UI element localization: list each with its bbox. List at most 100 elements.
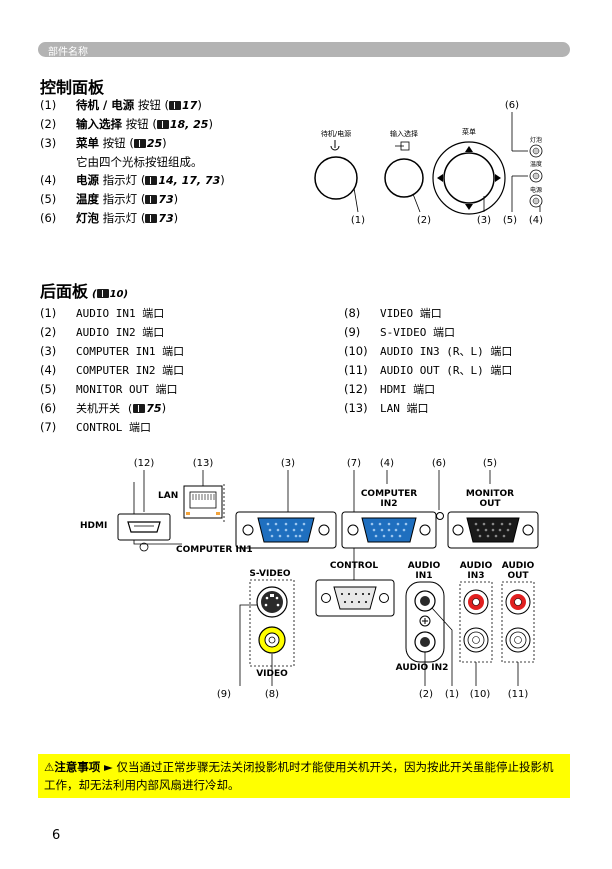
callout-1-rear: (1) bbox=[445, 689, 459, 700]
lamp-label: 灯泡 bbox=[530, 136, 542, 144]
computer-in2-port[interactable] bbox=[341, 511, 437, 549]
caution-box: ⚠注意事项 ► 仅当通过正常步骤无法关闭投影机时才能使用关机开关，因为按此开关虽… bbox=[38, 754, 570, 798]
rear-panel-list-left: (1)AUDIO IN1 端口 (2)AUDIO IN2 端口 (3)COMPU… bbox=[40, 304, 184, 437]
rear-panel-diagram: (12) (13) (3) (7) (4) (6) (5) HDMI LAN bbox=[80, 458, 539, 700]
audio-in3-label-a: AUDIO bbox=[460, 561, 493, 571]
callout-11: (11) bbox=[508, 689, 529, 700]
cursor-right-icon[interactable] bbox=[495, 174, 501, 182]
list-item: (11)AUDIO OUT (R、L) 端口 bbox=[344, 363, 513, 377]
input-icon bbox=[395, 141, 410, 151]
monitor-out-port[interactable] bbox=[447, 511, 539, 549]
list-item: (13)LAN 端口 bbox=[344, 401, 429, 415]
callout-2: (2) bbox=[417, 215, 431, 226]
rear-panel-list-right: (8)VIDEO 端口 (9)S-VIDEO 端口 (10)AUDIO IN3 … bbox=[344, 304, 512, 418]
computer-in1-port[interactable] bbox=[235, 511, 337, 549]
power-icon bbox=[330, 140, 340, 151]
callout-3: (3) bbox=[477, 215, 491, 226]
list-item: (12)HDMI 端口 bbox=[344, 382, 436, 396]
audio-out-label-b: OUT bbox=[507, 571, 529, 581]
temp-label: 温度 bbox=[530, 160, 542, 168]
list-item: (7)CONTROL 端口 bbox=[40, 420, 151, 434]
control-port[interactable] bbox=[315, 579, 395, 617]
list-item: (4)COMPUTER IN2 端口 bbox=[40, 363, 185, 377]
ground-icon bbox=[139, 542, 149, 552]
computer-in2-label-a: COMPUTER bbox=[361, 489, 417, 499]
control-label: CONTROL bbox=[330, 561, 379, 571]
section-header-bar: 部件名称 bbox=[38, 42, 570, 58]
callout-5-rear: (5) bbox=[483, 458, 497, 469]
cursor-down-icon[interactable] bbox=[465, 204, 473, 210]
lamp-indicator bbox=[532, 147, 540, 155]
callout-1: (1) bbox=[351, 215, 365, 226]
list-item: (3)菜单 按钮 (25) bbox=[40, 136, 167, 150]
audio-out-label-a: AUDIO bbox=[502, 561, 535, 571]
caution-text: 仅当通过正常步骤无法关闭投影机时才能使用关机开关，因为按此开关虽能停止投影机工作… bbox=[44, 760, 554, 792]
callout-5: (5) bbox=[503, 215, 517, 226]
audio-in1-port[interactable] bbox=[414, 590, 436, 612]
book-icon bbox=[96, 289, 109, 298]
callout-12: (12) bbox=[134, 458, 155, 469]
menu-label: 菜单 bbox=[462, 127, 476, 136]
list-item: (2)输入选择 按钮 (18, 25) bbox=[40, 117, 213, 131]
book-icon bbox=[156, 120, 169, 129]
book-icon bbox=[145, 176, 158, 185]
standby-button[interactable] bbox=[314, 156, 358, 200]
cursor-up-icon[interactable] bbox=[465, 146, 473, 152]
audio-out-l-port[interactable] bbox=[505, 627, 531, 653]
control-panel-list: (1)待机 / 电源 按钮 (17) (2)输入选择 按钮 (18, 25) (… bbox=[40, 96, 225, 228]
input-label: 输入选择 bbox=[390, 129, 418, 138]
monitor-out-label-b: OUT bbox=[479, 499, 501, 509]
input-button[interactable] bbox=[384, 158, 424, 198]
callout-6: (6) bbox=[505, 100, 519, 111]
video-port[interactable] bbox=[258, 626, 286, 654]
arrow-icon: ► bbox=[103, 760, 113, 774]
book-icon bbox=[169, 101, 182, 110]
computer-in2-label-b: IN2 bbox=[380, 499, 397, 509]
callout-9: (9) bbox=[217, 689, 231, 700]
audio-in2-label: AUDIO IN2 bbox=[396, 663, 449, 673]
lan-label: LAN bbox=[158, 491, 178, 501]
warning-icon: ⚠ bbox=[44, 760, 55, 774]
book-icon bbox=[145, 214, 158, 223]
audio-in1-label-a: AUDIO bbox=[408, 561, 441, 571]
power-label: 电源 bbox=[530, 186, 542, 194]
page-number: 6 bbox=[52, 828, 61, 843]
menu-button[interactable] bbox=[443, 152, 495, 204]
stereo-mini-icon bbox=[419, 615, 431, 627]
callout-13: (13) bbox=[193, 458, 214, 469]
callout-6-rear: (6) bbox=[432, 458, 446, 469]
svideo-port[interactable] bbox=[256, 586, 288, 618]
audio-in3-l-port[interactable] bbox=[463, 627, 489, 653]
temp-indicator bbox=[532, 172, 540, 180]
audio-in2-port[interactable] bbox=[414, 631, 436, 653]
computer-in1-label: COMPUTER IN1 bbox=[176, 545, 253, 555]
callout-4: (4) bbox=[529, 215, 543, 226]
control-panel-heading: 控制面板 bbox=[40, 78, 105, 97]
callout-2-rear: (2) bbox=[419, 689, 433, 700]
cursor-left-icon[interactable] bbox=[437, 174, 443, 182]
control-panel-diagram: 待机/电源 输入选择 菜单 灯泡 温度 电源 bbox=[314, 100, 543, 226]
list-item: (2)AUDIO IN2 端口 bbox=[40, 325, 165, 339]
list-item: (6)关机开关 (75) bbox=[40, 401, 167, 415]
book-icon bbox=[133, 139, 146, 148]
list-item: (5)MONITOR OUT 端口 bbox=[40, 382, 178, 396]
shutdown-switch[interactable] bbox=[436, 512, 444, 520]
callout-4-rear: (4) bbox=[380, 458, 394, 469]
callout-7: (7) bbox=[347, 458, 361, 469]
list-item: (9)S-VIDEO 端口 bbox=[344, 325, 455, 339]
list-item: (1)待机 / 电源 按钮 (17) bbox=[40, 98, 202, 112]
svideo-label: S-VIDEO bbox=[249, 569, 290, 579]
audio-in3-r-port[interactable] bbox=[463, 589, 489, 615]
list-item: (5)温度 指示灯 (73) bbox=[40, 192, 179, 206]
list-item: (4)电源 指示灯 (14, 17, 73) bbox=[40, 173, 225, 187]
callout-8: (8) bbox=[265, 689, 279, 700]
standby-label: 待机/电源 bbox=[321, 129, 351, 138]
power-indicator bbox=[532, 197, 540, 205]
monitor-out-label-a: MONITOR bbox=[466, 489, 514, 499]
callout-10: (10) bbox=[470, 689, 491, 700]
caution-label: 注意事项 bbox=[54, 760, 101, 774]
list-item: (1)AUDIO IN1 端口 bbox=[40, 306, 165, 320]
audio-in1-label-b: IN1 bbox=[415, 571, 432, 581]
audio-out-r-port[interactable] bbox=[505, 589, 531, 615]
